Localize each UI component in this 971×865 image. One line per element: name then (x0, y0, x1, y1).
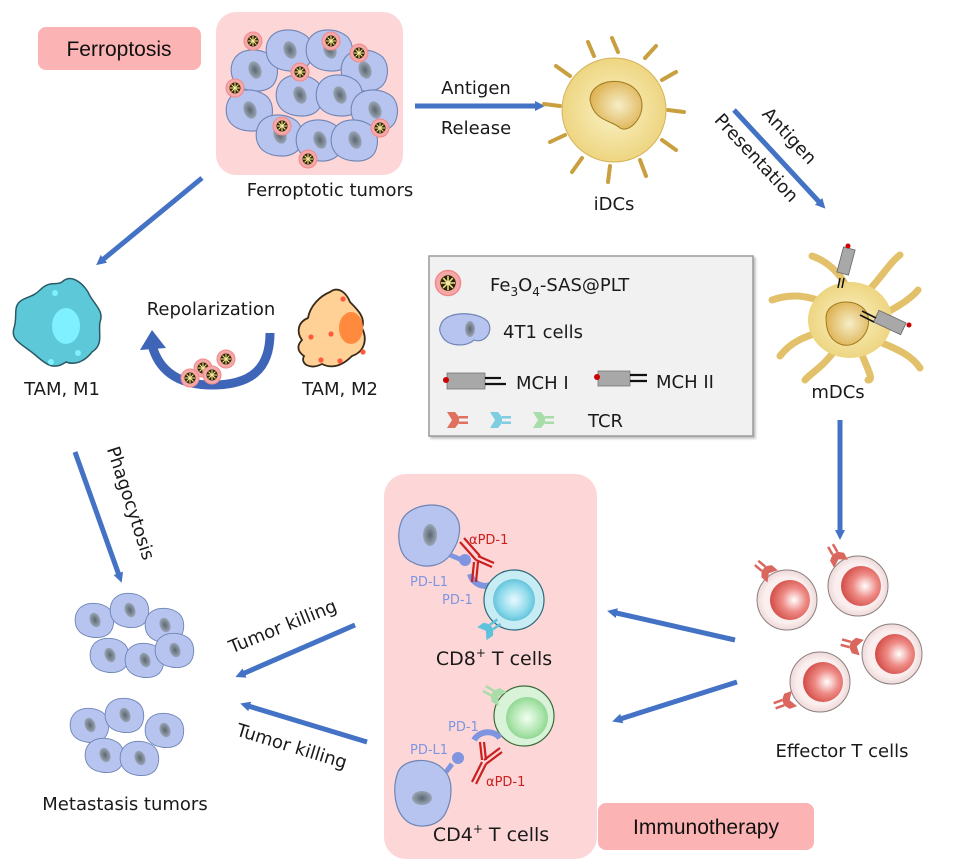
phagocytosis-arrow: Phagocytosis (72, 444, 158, 583)
legend-nanoparticle-label: Fe3O4-SAS@PLT (490, 275, 630, 299)
effector-tcr-icon (839, 634, 864, 656)
cd8-t-cell-group: PD-L1 PD-1 αPD-1 CD8+ T cells (398, 504, 552, 670)
immature-dendritic-cell-icon (542, 36, 686, 184)
legend-mhc-ii-label: MCH II (656, 372, 714, 393)
legend-item-nanoparticle: Fe3O4-SAS@PLT (434, 269, 630, 299)
mhc-ii-icon (594, 370, 647, 387)
ferroptosis-to-m1-arrow (96, 176, 204, 266)
tumor-killing-arrow-2: Tumor killing (233, 701, 368, 774)
metastasis-tumors-node: Metastasis tumors (42, 592, 208, 815)
idcs-node: iDCs (542, 36, 686, 215)
pd-l1-icon (459, 554, 471, 566)
immunotherapy-tag: Immunotherapy (598, 803, 814, 850)
mhc-i-icon (443, 372, 506, 390)
cd4-pd-l1-label: PD-L1 (410, 743, 448, 758)
cd4-pd-1-label: PD-1 (448, 720, 479, 735)
mhc-ii-marker-icon (859, 309, 912, 336)
repolarization-label: Repolarization (147, 299, 276, 320)
effector-t-cell-icon (861, 623, 923, 685)
mdcs-label: mDCs (811, 382, 864, 403)
tumor-killing-arrow-1: Tumor killing (225, 596, 356, 678)
cd8-pd-1-label: PD-1 (442, 593, 473, 608)
immunotherapy-tag-label: Immunotherapy (633, 816, 779, 839)
cd4-t-cell-group: PD-1 PD-L1 αPD-1 CD4+ T cells (394, 681, 555, 846)
antigen-presentation-arrow: Antigen Presentation (710, 104, 826, 209)
ferroptosis-tag-label: Ferroptosis (66, 38, 171, 61)
effector-t-cell-icon (827, 555, 889, 617)
tam-m2-node: TAM, M2 (297, 288, 378, 400)
legend-item-4t1-cells: 4T1 cells (439, 313, 583, 346)
effector-t-cell-icon (789, 651, 851, 713)
repolarization-arrow: Repolarization (140, 299, 276, 390)
immunotherapy-panel: PD-L1 PD-1 αPD-1 CD8+ T cells PD-1 PD-L1 (384, 474, 597, 859)
tumor-cell-icon (439, 313, 491, 346)
mhc-i-marker-icon (836, 243, 856, 289)
legend-item-mhc: MCH I MCH II (443, 370, 714, 394)
mature-dendritic-cell-icon (768, 243, 924, 384)
cd4-anti-pd1-antibody-icon (471, 741, 503, 785)
nanoparticle-icon (434, 269, 462, 297)
cd4-pd-1-icon (471, 729, 503, 742)
cd8-pd-l1-label: PD-L1 (410, 575, 448, 590)
effector-to-cd4-arrow (612, 679, 738, 724)
antigen-release-arrow: Antigen Release (415, 78, 545, 139)
mdcs-node: mDCs (768, 243, 924, 403)
m2-macrophage-icon (297, 288, 366, 368)
antigen-release-label-top: Antigen (441, 78, 511, 99)
tam-m2-label: TAM, M2 (301, 379, 378, 400)
legend-item-tcr: TCR (447, 411, 623, 432)
metastasis-cluster-top-icon (74, 592, 195, 678)
tumor-nucleus-icon (465, 321, 475, 337)
legend-tcr-label: TCR (587, 411, 623, 432)
cd4-pd-l1-icon (452, 752, 464, 764)
effector-t-cells-node: Effector T cells (751, 541, 923, 762)
cd4-label: CD4+ T cells (433, 822, 549, 846)
ferroptosis-tag: Ferroptosis (38, 27, 201, 70)
cd4-anti-pd1-label: αPD-1 (486, 775, 525, 790)
tam-m1-label: TAM, M1 (23, 379, 100, 400)
cd8-label: CD8+ T cells (436, 646, 552, 670)
ferroptotic-tumors-node: Ferroptotic tumors (216, 12, 413, 201)
ferroptotic-tumors-label: Ferroptotic tumors (247, 180, 414, 201)
legend-box: Fe3O4-SAS@PLT 4T1 cells MCH I MCH II (428, 255, 754, 437)
metastasis-cluster-bottom-icon (69, 697, 185, 776)
legend-cells-label: 4T1 cells (503, 322, 583, 343)
immunotherapy-panel-bg (384, 474, 597, 859)
effector-t-cells-label: Effector T cells (775, 741, 908, 762)
metastasis-tumors-label: Metastasis tumors (42, 794, 207, 815)
idcs-label: iDCs (594, 194, 635, 215)
tam-m1-node: TAM, M1 (12, 277, 102, 400)
legend-mhc-i-label: MCH I (516, 373, 569, 394)
cd8-anti-pd1-label: αPD-1 (469, 533, 508, 548)
antigen-release-label-bottom: Release (441, 118, 511, 139)
tumor-killing-label-1: Tumor killing (225, 596, 340, 659)
tumor-killing-label-2: Tumor killing (233, 720, 350, 774)
effector-to-cd8-arrow (607, 608, 736, 643)
m1-nucleus (52, 308, 80, 344)
anti-pd1-antibody-icon (459, 537, 495, 583)
